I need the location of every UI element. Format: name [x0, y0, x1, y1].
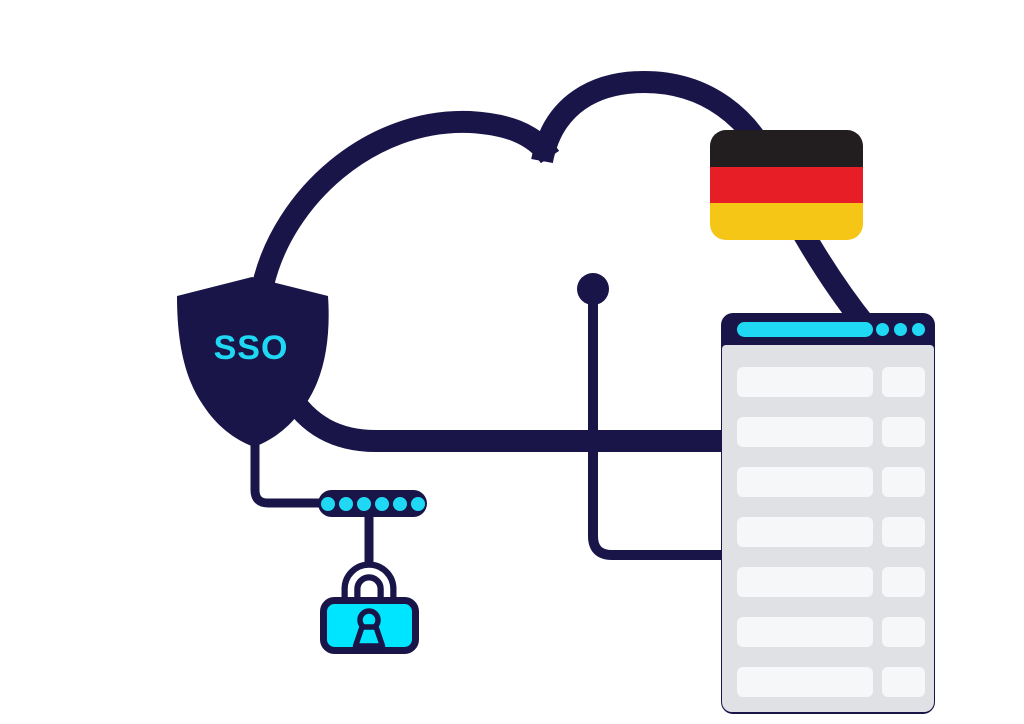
- row-cell-main: [737, 667, 873, 697]
- row-cell-side: [882, 417, 925, 447]
- password-dot: [356, 496, 371, 511]
- row-cell-main: [737, 517, 873, 547]
- window-control-dot: [912, 322, 925, 336]
- password-dot: [392, 496, 407, 511]
- row-cell-main: [737, 367, 873, 397]
- row-cell-side: [882, 667, 925, 697]
- row-cell-main: [737, 567, 873, 597]
- browser-window: [721, 313, 935, 714]
- password-dot: [320, 496, 335, 511]
- connector-node-to-browser: [588, 300, 728, 560]
- window-control-dot: [894, 322, 907, 336]
- connector-shield-to-password: [250, 436, 322, 508]
- row-cell-main: [737, 417, 873, 447]
- padlock-shackle-inner: [347, 567, 391, 604]
- shield-shape: [177, 277, 329, 447]
- network-node-dot: [577, 273, 609, 305]
- table-row: [737, 567, 934, 597]
- table-row: [737, 367, 934, 397]
- password-dot: [410, 496, 425, 511]
- keyhole-stem: [352, 624, 386, 649]
- shield-label: SSO: [214, 329, 289, 367]
- row-cell-side: [882, 617, 925, 647]
- flag-stripe-flag-black: [710, 130, 863, 167]
- cloud-arc-left-bump: [252, 110, 560, 288]
- padlock-icon: [320, 561, 419, 654]
- password-dot: [374, 496, 389, 511]
- browser-titlebar: [721, 313, 935, 345]
- table-row: [737, 467, 934, 497]
- address-bar: [737, 321, 873, 337]
- row-cell-main: [737, 467, 873, 497]
- table-row: [737, 417, 934, 447]
- row-cell-main: [737, 617, 873, 647]
- row-cell-side: [882, 467, 925, 497]
- row-cell-side: [882, 517, 925, 547]
- browser-rows: [722, 345, 934, 697]
- flag-stripe-flag-red: [710, 166, 863, 204]
- sso-shield-icon: SSO: [177, 277, 329, 447]
- browser-content: [722, 345, 934, 712]
- row-cell-side: [882, 567, 925, 597]
- flag-stripe-flag-gold: [710, 203, 863, 240]
- table-row: [737, 667, 934, 697]
- row-cell-side: [882, 367, 925, 397]
- window-controls: [876, 322, 925, 336]
- cloud-arc-middle-bump: [531, 70, 875, 333]
- password-dot: [338, 496, 353, 511]
- password-dots-field: [318, 490, 427, 517]
- window-control-dot: [876, 322, 889, 336]
- table-row: [737, 617, 934, 647]
- table-row: [737, 517, 934, 547]
- germany-flag-icon: [710, 130, 863, 240]
- network-connector: [577, 273, 728, 560]
